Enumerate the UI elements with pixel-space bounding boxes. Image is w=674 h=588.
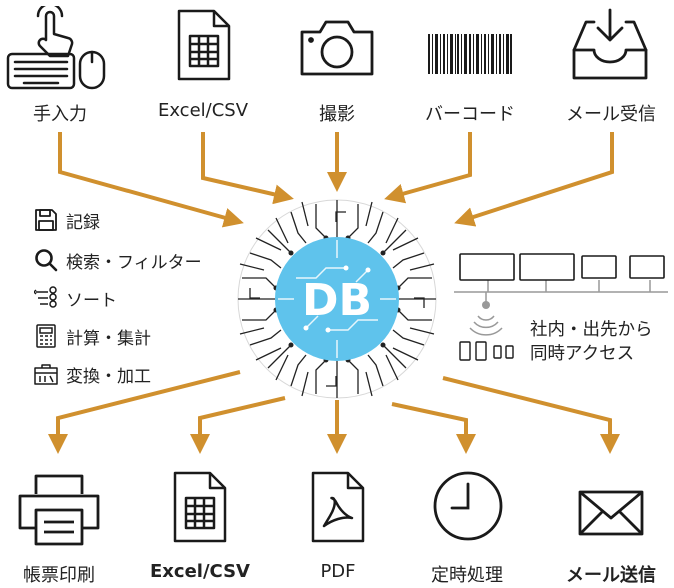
laptop-icon: [581, 255, 617, 279]
access-line-1: 社内・出先から: [530, 320, 653, 340]
feature-search: 検索・フィルター: [34, 246, 202, 274]
feature-label: 検索・フィルター: [66, 252, 202, 273]
feature-label: 変換・加工: [66, 366, 151, 387]
database-circuit-icon: DB: [237, 199, 437, 399]
input-label-manual: 手入力: [33, 104, 87, 125]
arrow-input-5: [454, 132, 614, 227]
phone-icon: [493, 345, 502, 359]
inbox-download-icon: [572, 8, 648, 80]
tablet-icon: [475, 341, 487, 361]
wifi-access-point-icon: [482, 301, 490, 309]
access-caption: 社内・出先から 同時アクセス: [530, 318, 653, 366]
access-line-2: 同時アクセス: [530, 344, 635, 364]
arrow-output-2: [190, 396, 286, 454]
clock-icon: [433, 471, 503, 541]
arrow-input-1: [58, 132, 244, 228]
network-access-diagram: [454, 253, 668, 361]
input-label-excel: Excel/CSV: [157, 100, 249, 121]
desktop-monitor-icon: [519, 253, 575, 281]
input-label-email-receive: メール受信: [566, 104, 656, 125]
magnifier-icon: [35, 249, 58, 272]
envelope-icon: [578, 490, 644, 536]
feature-record: 記録: [34, 206, 100, 234]
floppy-disk-icon: [35, 209, 57, 231]
barcode-icon: [428, 34, 512, 74]
desktop-monitor-icon: [459, 253, 515, 281]
db-label: DB: [302, 275, 372, 326]
feature-calc: 計算・集計: [34, 322, 151, 350]
phone-icon: [505, 345, 514, 359]
arrow-output-5: [442, 376, 620, 454]
arrow-output-1: [48, 370, 241, 454]
output-label-pdf: PDF: [320, 561, 356, 582]
pdf-file-icon: [311, 471, 365, 543]
arrow-input-4: [384, 132, 472, 204]
feature-label: 記録: [66, 212, 100, 233]
calculator-icon: [36, 324, 56, 348]
output-label-print: 帳票印刷: [23, 565, 95, 586]
spreadsheet-file-icon: [177, 9, 231, 81]
feature-sort: ソート: [34, 284, 117, 312]
arrow-output-4: [391, 402, 476, 454]
input-label-barcode: バーコード: [425, 104, 515, 125]
input-label-photo: 撮影: [319, 104, 355, 125]
output-label-excel: Excel/CSV: [150, 561, 250, 582]
laptop-icon: [629, 255, 665, 279]
output-label-scheduled: 定時処理: [431, 565, 503, 586]
feature-label: ソート: [66, 290, 117, 311]
output-label-email-send: メール送信: [566, 565, 656, 586]
arrow-input-2: [201, 132, 294, 205]
tablet-icon: [459, 341, 471, 361]
keyboard-mouse-hand-icon: [6, 6, 106, 90]
toolbox-icon: [34, 364, 58, 385]
feature-label: 計算・集計: [66, 328, 151, 349]
camera-icon: [300, 20, 374, 76]
sort-list-icon: [34, 286, 57, 308]
spreadsheet-file-icon: [173, 471, 227, 543]
feature-convert: 変換・加工: [34, 360, 151, 388]
printer-icon: [18, 474, 100, 546]
